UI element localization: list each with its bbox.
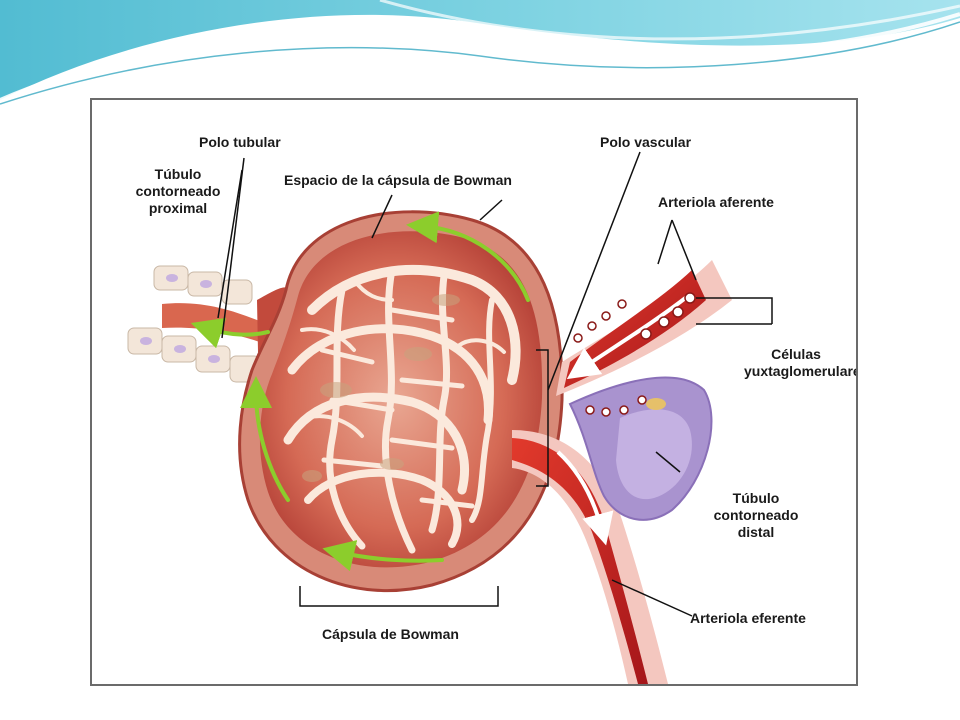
filtrate-flow-arrows xyxy=(190,211,530,572)
label-tubulo-distal: Túbulo contorneado distal xyxy=(704,490,808,541)
afferent-arteriole xyxy=(556,260,732,396)
glomerular-capillaries xyxy=(283,265,521,554)
leader-lines xyxy=(217,151,773,617)
label-tubulo-proximal: Túbulo contorneado proximal xyxy=(128,166,228,217)
label-tubulo-proximal-line-2: contorneado xyxy=(135,183,221,199)
label-polo-tubular: Polo tubular xyxy=(199,134,281,150)
juxtaglomerular-cells xyxy=(573,292,696,417)
label-capsula-bowman: Cápsula de Bowman xyxy=(322,626,459,642)
label-celulas-line-2: yuxtaglomerulares xyxy=(744,363,858,379)
capillary-shading xyxy=(302,294,460,482)
label-celulas-line-1: Células xyxy=(771,346,821,362)
label-celulas-yuxtaglomerulares: Células yuxtaglomerulares xyxy=(744,346,858,380)
renal-corpuscle-illustration xyxy=(127,151,773,684)
label-tubulo-distal-line-2: contorneado xyxy=(713,507,799,523)
label-polo-vascular: Polo vascular xyxy=(600,134,692,150)
label-tubulo-proximal-line-3: proximal xyxy=(148,200,208,216)
label-espacio-bowman: Espacio de la cápsula de Bowman xyxy=(284,172,512,188)
diagram-frame: Polo tubular Túbulo contorneado proximal… xyxy=(90,98,858,686)
label-arteriola-eferente: Arteriola eferente xyxy=(690,610,806,626)
efferent-arteriole xyxy=(512,430,668,684)
label-tubulo-distal-line-1: Túbulo xyxy=(732,490,780,506)
label-arteriola-aferente: Arteriola aferente xyxy=(658,194,774,210)
label-tubulo-distal-line-3: distal xyxy=(737,524,775,540)
slide-header-wave xyxy=(0,0,960,105)
label-tubulo-proximal-line-1: Túbulo xyxy=(154,166,202,182)
